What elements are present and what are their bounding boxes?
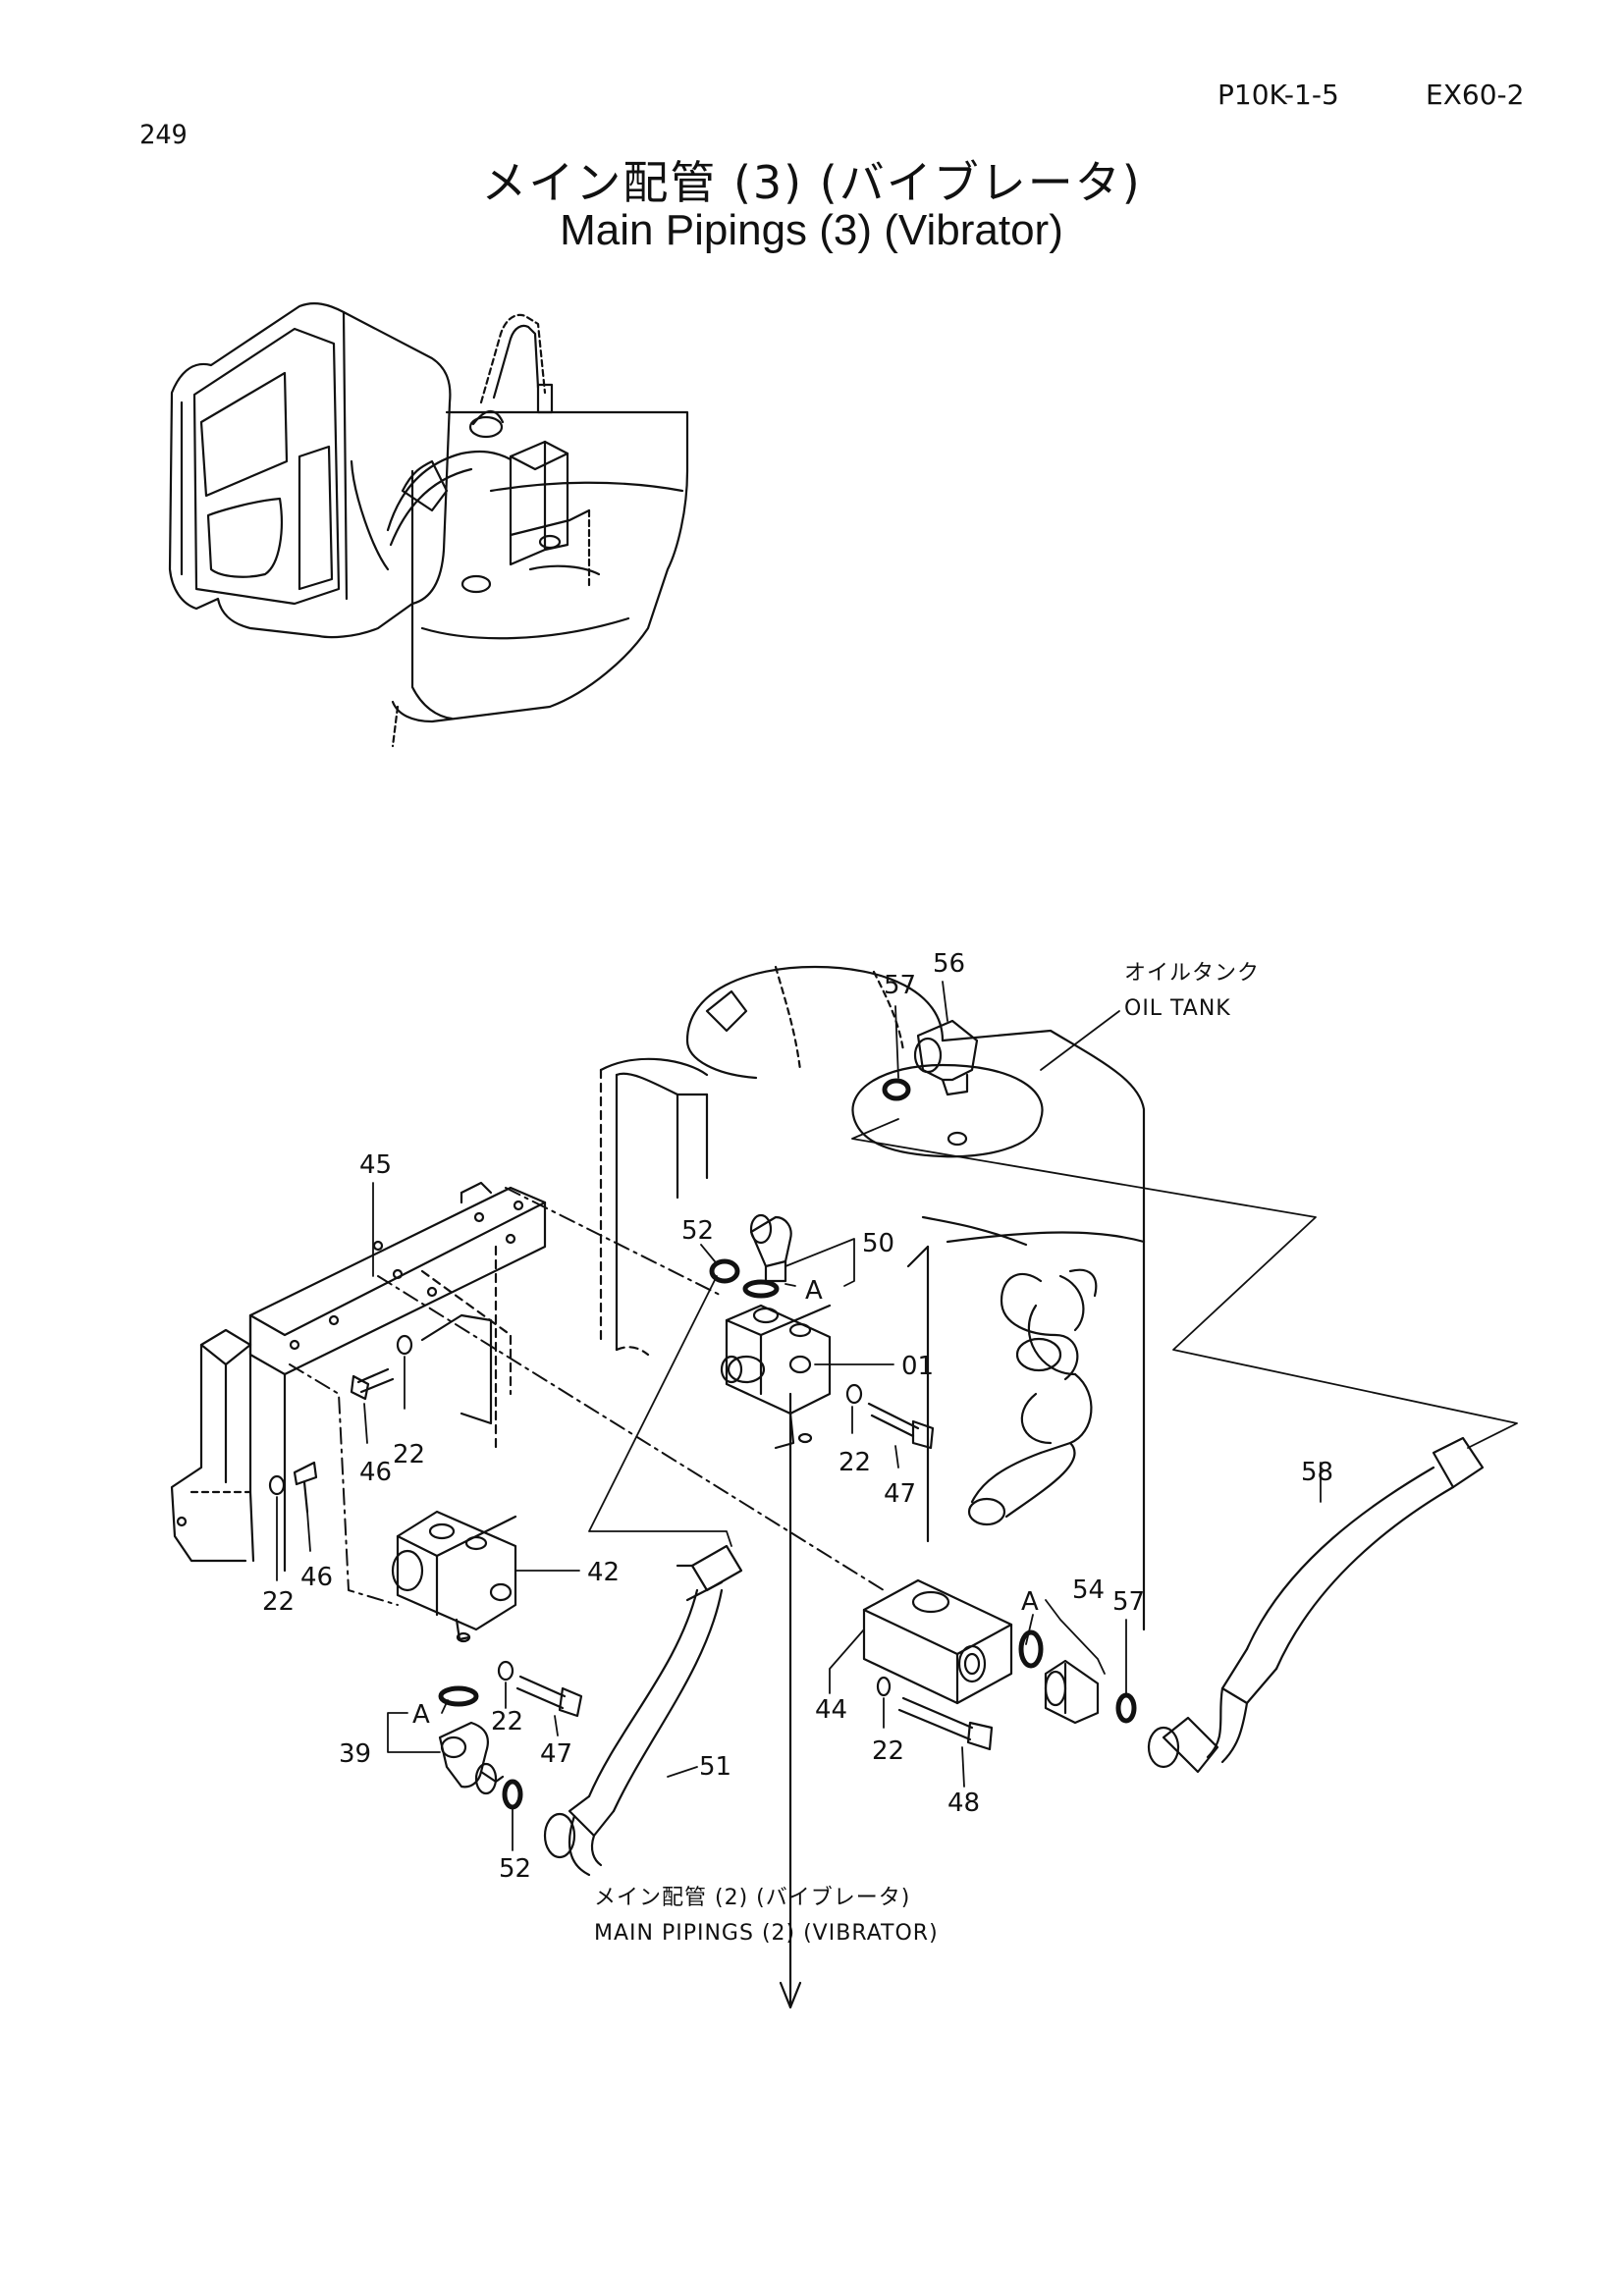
oil-tank-label-english: OIL TANK	[1124, 996, 1231, 1021]
callout-numbers: 56 57 45 52 50 A 01 22 47 46 22 22 46 42…	[262, 949, 1333, 1884]
elbow-fitting-part-39	[438, 1721, 505, 1795]
callout-46: 46	[300, 1563, 333, 1592]
hose-part-58	[1147, 1436, 1485, 1774]
callout-a: A	[805, 1276, 823, 1306]
valve-part-01	[720, 1304, 832, 1450]
callout-39: 39	[339, 1739, 371, 1769]
callout-a: A	[412, 1700, 430, 1730]
oil-tank-label-japanese: オイルタンク	[1124, 961, 1260, 986]
hose-part-51	[543, 1544, 743, 1877]
page-number: 249	[139, 120, 188, 150]
callout-leader-lines	[276, 981, 1518, 1851]
model-code: EX60-2	[1426, 79, 1525, 111]
callout-48: 48	[947, 1789, 980, 1818]
page-title-japanese: メイン配管 (3) (バイブレータ)	[481, 156, 1142, 209]
callout-52: 52	[499, 1854, 531, 1884]
callout-45: 45	[359, 1150, 392, 1180]
callout-57: 57	[884, 971, 916, 1000]
elbow-fitting-part-56	[913, 1019, 979, 1096]
callout-22: 22	[839, 1448, 871, 1477]
callout-58: 58	[1301, 1458, 1333, 1487]
callout-44: 44	[815, 1695, 847, 1725]
callout-01: 01	[901, 1352, 934, 1381]
excavator-overview-illustration	[168, 302, 689, 748]
adapter-part-54	[1044, 1659, 1100, 1725]
callout-51: 51	[699, 1752, 731, 1782]
callout-50: 50	[862, 1229, 894, 1258]
bolt-and-washer-parts	[268, 1334, 994, 1751]
callout-47: 47	[540, 1739, 572, 1769]
callout-54: 54	[1072, 1575, 1105, 1605]
assembly-leader-lines	[289, 1187, 885, 1994]
callout-22: 22	[393, 1440, 425, 1469]
bracket-part-45	[170, 1181, 547, 1573]
callout-22: 22	[872, 1736, 904, 1766]
oil-tank-illustration	[599, 965, 1146, 1631]
callout-56: 56	[933, 949, 965, 979]
callout-47: 47	[884, 1479, 916, 1509]
reference-label-english: MAIN PIPINGS (2) (VIBRATOR)	[594, 1921, 939, 1946]
page-title-english: Main Pipings (3) (Vibrator)	[560, 206, 1063, 254]
diagram-labels: オイルタンク OIL TANK メイン配管 (2) (バイブレータ) MAIN …	[594, 961, 1260, 1946]
reference-arrow	[779, 1392, 802, 2009]
elbow-fitting-part-50	[749, 1213, 792, 1283]
callout-52: 52	[681, 1216, 714, 1246]
o-ring-parts	[438, 1078, 1137, 1810]
document-code: P10K-1-5	[1217, 79, 1339, 111]
callout-a: A	[1021, 1587, 1039, 1617]
callout-22: 22	[262, 1587, 295, 1617]
reference-label-japanese: メイン配管 (2) (バイブレータ)	[594, 1886, 910, 1910]
callout-57: 57	[1112, 1587, 1145, 1617]
valve-part-42	[391, 1510, 517, 1643]
callout-46: 46	[359, 1458, 392, 1487]
block-part-44	[862, 1578, 1013, 1705]
callout-42: 42	[587, 1558, 620, 1587]
callout-22: 22	[491, 1707, 523, 1736]
